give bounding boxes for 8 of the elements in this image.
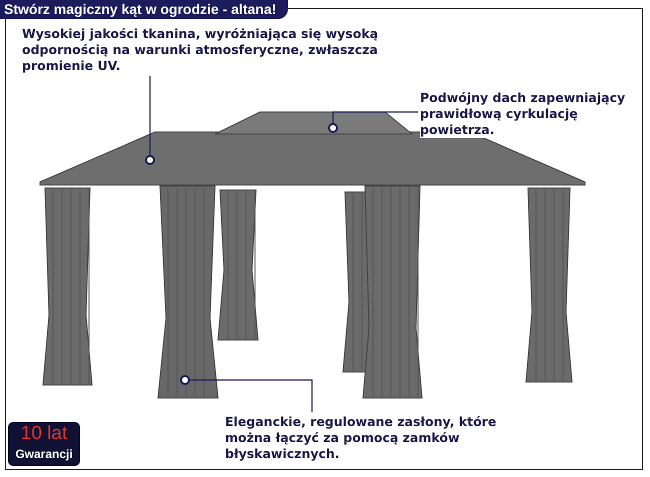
upper-roof xyxy=(214,112,414,134)
warranty-years: 10 lat xyxy=(20,423,68,445)
leader-line xyxy=(328,111,418,133)
leader-line xyxy=(180,375,313,412)
curtain xyxy=(157,186,219,398)
warranty-label: Gwarancji xyxy=(15,447,73,461)
title: Stwórz magiczny kąt w ogrodzie - altana! xyxy=(0,0,288,19)
leader-line xyxy=(145,76,155,165)
